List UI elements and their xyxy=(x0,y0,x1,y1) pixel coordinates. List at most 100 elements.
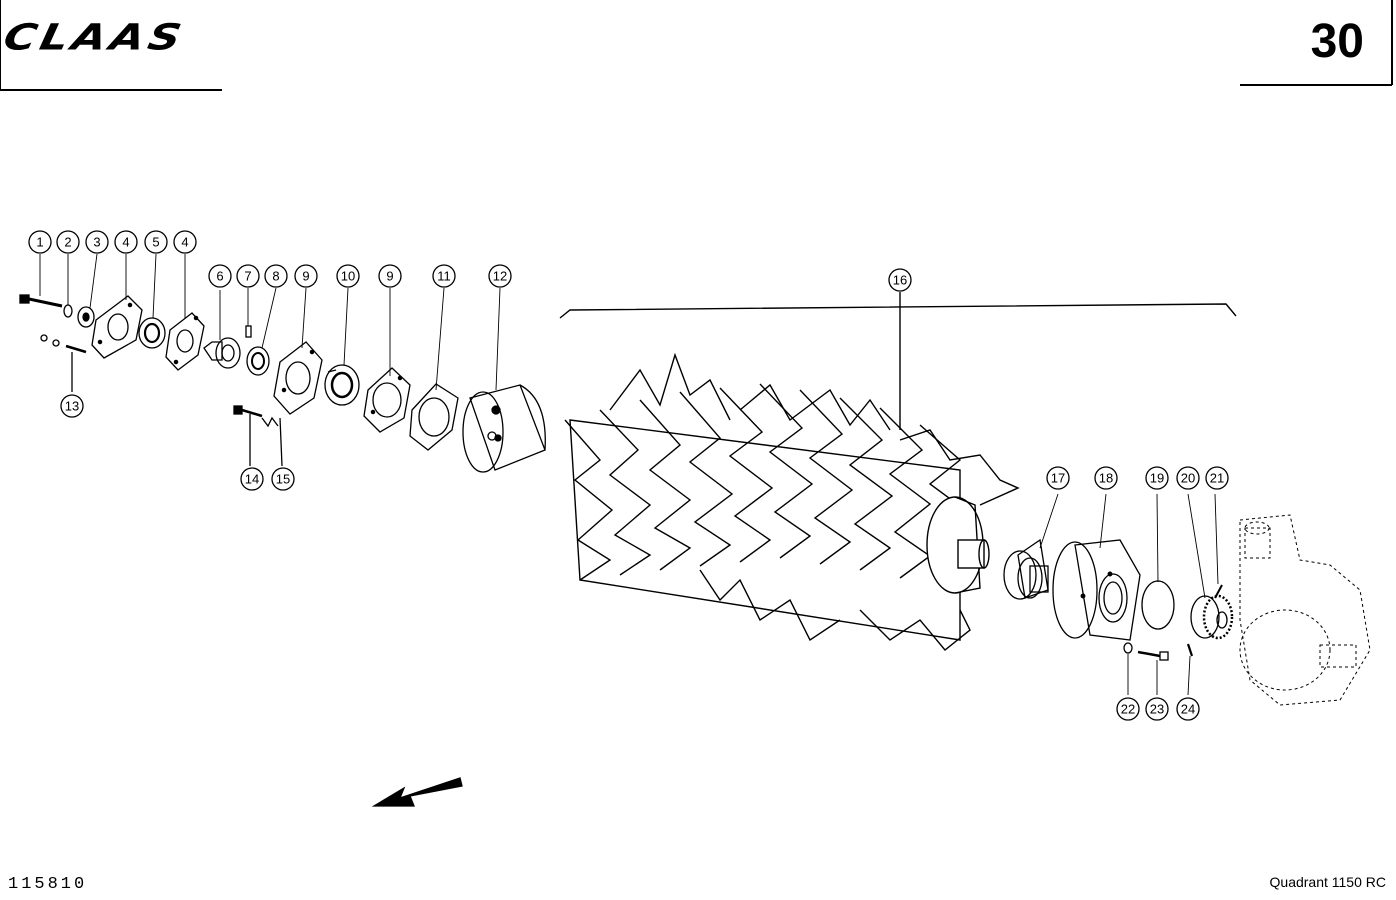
callout-c17: 17 xyxy=(1046,466,1070,490)
housing-plate-part-9 xyxy=(273,341,323,415)
callout-label: 19 xyxy=(1150,471,1164,486)
callout-circle xyxy=(1205,466,1229,490)
lock-washer-part-15 xyxy=(261,416,283,467)
callout-c15: 15 xyxy=(271,467,295,491)
callout-c23: 23 xyxy=(1145,697,1169,721)
direction-arrow-icon xyxy=(371,777,463,807)
callout-c18: 18 xyxy=(1094,466,1118,490)
callout-circle xyxy=(294,264,318,288)
callout-circle xyxy=(144,230,168,254)
callout-circle xyxy=(271,467,295,491)
housing-plate-part-9-second xyxy=(363,367,411,433)
callout-circle xyxy=(1094,466,1118,490)
callout-circle xyxy=(236,264,260,288)
callout-circle xyxy=(240,467,264,491)
bearing-part-5 xyxy=(138,317,166,349)
nut-part-3 xyxy=(77,306,95,328)
page-number: 30 xyxy=(1310,15,1364,68)
stub-shaft-part-6 xyxy=(203,337,241,369)
callout-c24: 24 xyxy=(1176,697,1200,721)
model-name: Quadrant 1150 RC xyxy=(1269,874,1386,890)
callout-label: 9 xyxy=(386,269,393,284)
callout-label: 6 xyxy=(216,269,223,284)
ring-part-19 xyxy=(1141,580,1175,630)
callout-circle xyxy=(264,264,288,288)
callout-c21: 21 xyxy=(1205,466,1229,490)
callout-circle xyxy=(432,264,456,288)
callout-label: 23 xyxy=(1150,702,1164,717)
screw-part-13 xyxy=(40,334,87,392)
callout-c8: 8 xyxy=(264,264,288,288)
callout-circle xyxy=(378,264,402,288)
callout-label: 20 xyxy=(1181,471,1195,486)
callout-c2: 2 xyxy=(56,230,80,254)
leader-lines xyxy=(39,253,1219,696)
callout-circle xyxy=(208,264,232,288)
callout-circle xyxy=(1116,697,1140,721)
bolt-part-1 xyxy=(19,294,63,308)
sprocket-part-20 xyxy=(1190,594,1234,640)
callout-circle xyxy=(114,230,138,254)
callout-c3: 3 xyxy=(85,230,109,254)
washer-part-2 xyxy=(63,304,73,318)
callout-c5: 5 xyxy=(144,230,168,254)
callout-circle xyxy=(56,230,80,254)
callout-label: 18 xyxy=(1099,471,1113,486)
callout-label: 4 xyxy=(181,235,188,250)
callout-c16: 16 xyxy=(888,268,912,292)
callout-c11: 11 xyxy=(432,264,456,288)
callout-circle xyxy=(28,230,52,254)
bolt-part-14 xyxy=(233,405,263,466)
drum-cover-part-12 xyxy=(462,384,546,473)
washer-part-22 xyxy=(1123,642,1133,654)
callout-circle xyxy=(1176,697,1200,721)
callout-label: 11 xyxy=(437,269,451,284)
callout-circle xyxy=(1145,466,1169,490)
gasket-part-11 xyxy=(409,383,459,451)
callout-c7: 7 xyxy=(236,264,260,288)
callout-c1: 1 xyxy=(28,230,52,254)
callout-c9a: 9 xyxy=(294,264,318,288)
callout-circle xyxy=(85,230,109,254)
drawing-number: 115810 xyxy=(8,875,88,894)
callout-label: 12 xyxy=(493,269,507,284)
callout-circle xyxy=(888,268,912,292)
pin-part-7 xyxy=(245,325,252,338)
callout-label: 24 xyxy=(1181,702,1195,717)
callout-c12: 12 xyxy=(488,264,512,288)
bushing-part-8 xyxy=(246,346,270,376)
gear-housing-part-18 xyxy=(1052,539,1141,641)
callout-label: 10 xyxy=(341,269,355,284)
callout-c9b: 9 xyxy=(378,264,402,288)
rotor-assembly-part-16 xyxy=(559,292,1237,651)
callout-label: 4 xyxy=(122,235,129,250)
callout-c6: 6 xyxy=(208,264,232,288)
callout-label: 21 xyxy=(1210,471,1224,486)
bolt-part-23 xyxy=(1137,650,1169,661)
callout-label: 17 xyxy=(1051,471,1065,486)
callout-c4a: 4 xyxy=(114,230,138,254)
hub-part-17 xyxy=(1003,538,1049,600)
callout-circle xyxy=(1145,697,1169,721)
callout-circle xyxy=(488,264,512,288)
callout-label: 22 xyxy=(1121,702,1135,717)
callout-label: 1 xyxy=(36,235,43,250)
callout-label: 16 xyxy=(893,273,907,288)
ball-bearing-part-10 xyxy=(324,364,360,406)
callout-circle xyxy=(1176,466,1200,490)
callout-label: 5 xyxy=(152,235,159,250)
callout-c13: 13 xyxy=(60,394,84,418)
callout-c4b: 4 xyxy=(173,230,197,254)
callout-label: 15 xyxy=(276,472,290,487)
callout-circle xyxy=(173,230,197,254)
spring-pin-part-21 xyxy=(1214,584,1223,599)
callout-c14: 14 xyxy=(240,467,264,491)
callout-label: 14 xyxy=(245,472,259,487)
callout-label: 9 xyxy=(302,269,309,284)
callout-label: 13 xyxy=(65,399,79,414)
flange-plate-part-4 xyxy=(91,295,143,359)
